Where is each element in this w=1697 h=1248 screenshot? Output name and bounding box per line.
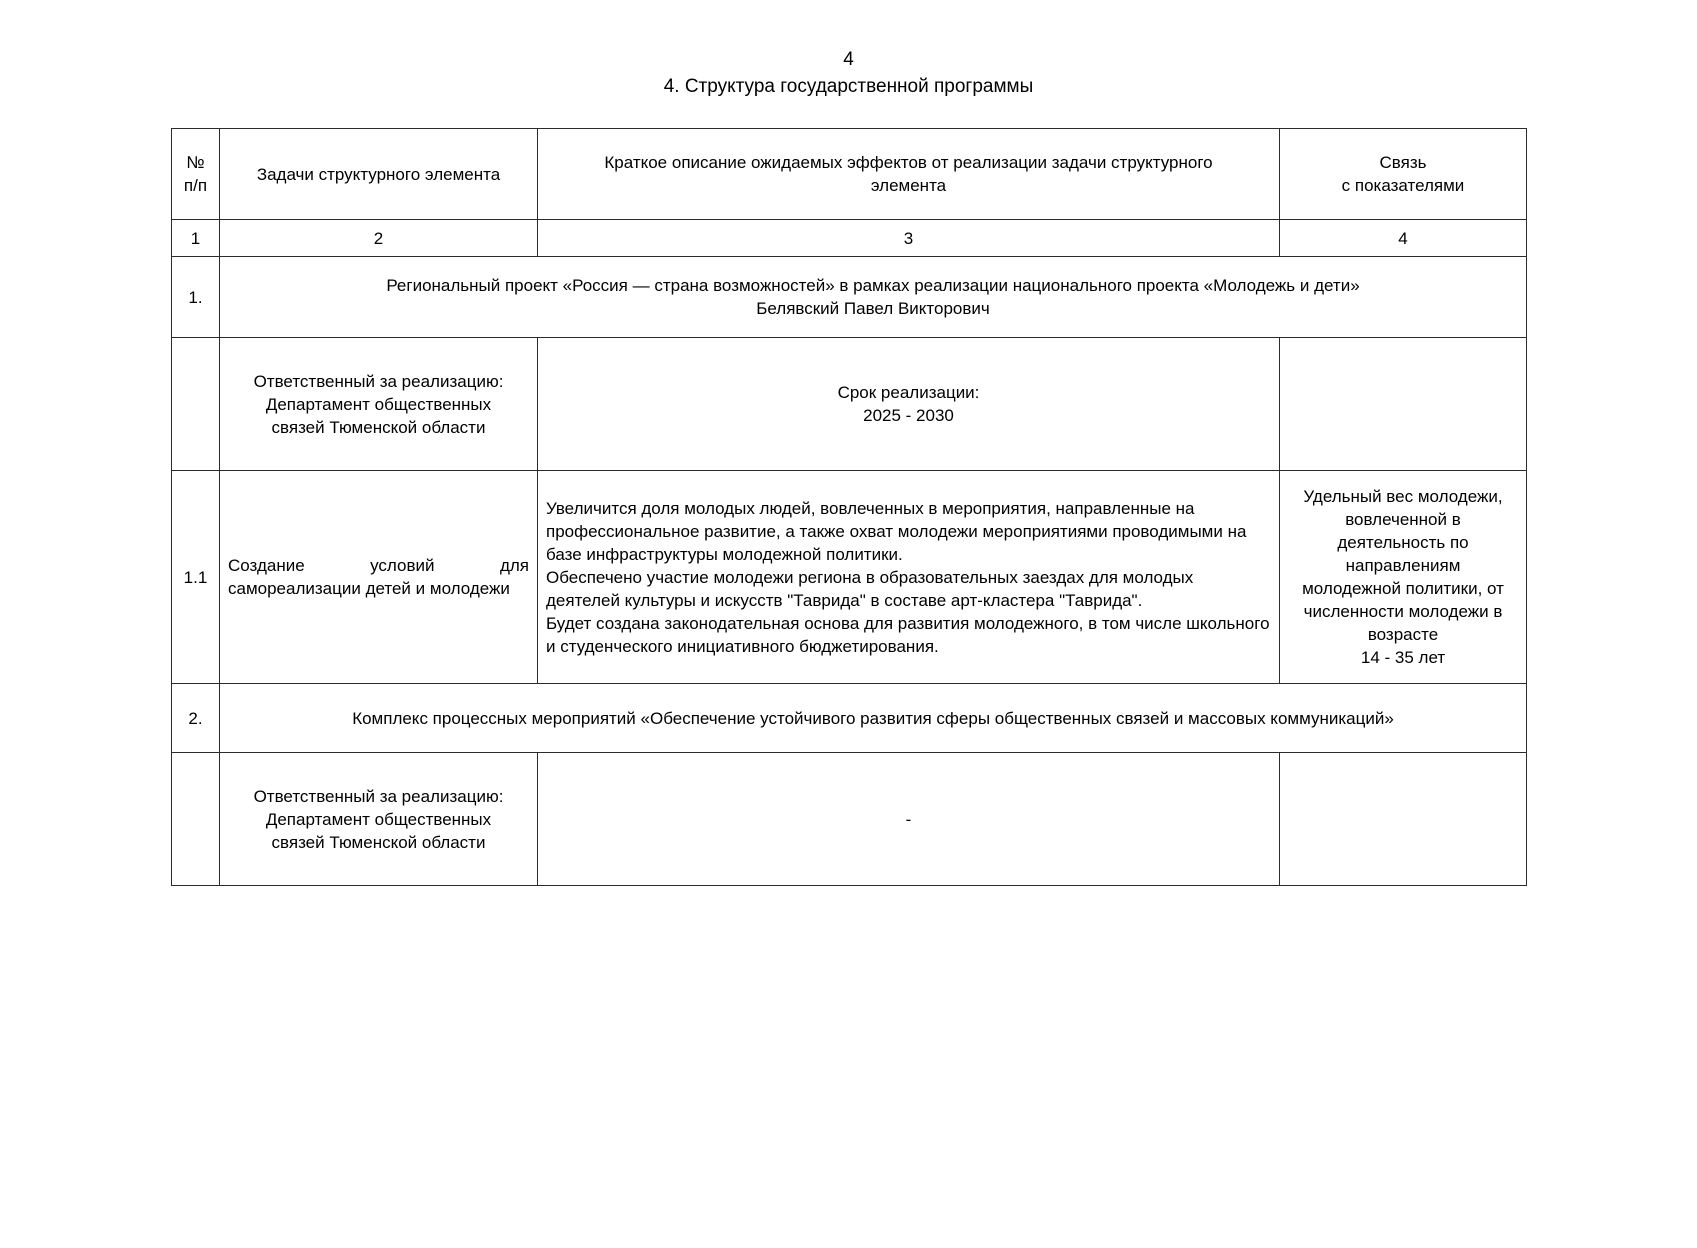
task-text: Создание условий для самореализации дете… bbox=[228, 556, 529, 598]
indicator-line7: возрасте bbox=[1367, 625, 1439, 644]
indicator-line3: деятельность по bbox=[1337, 533, 1469, 552]
project-leader-name: Белявский Павел Викторович bbox=[756, 299, 990, 318]
page-number: 4 bbox=[843, 49, 854, 70]
project-title-line1: Региональный проект «Россия — страна воз… bbox=[386, 276, 1360, 295]
document-heading: 4. Структура государственной программы bbox=[663, 76, 1034, 97]
table-header-row: № п/п Задачи структурного элемента Кратк… bbox=[171, 128, 1527, 220]
indicator-line2: вовлеченной в bbox=[1345, 510, 1461, 529]
link-cell-empty-1 bbox=[1279, 337, 1527, 471]
row-number-project: 1. bbox=[171, 256, 220, 338]
table-column-number-row: 1 2 3 4 bbox=[171, 219, 1527, 257]
responsible-cell-2: Ответственный за реализацию: Департамент… bbox=[219, 752, 538, 886]
indicator-line5: молодежной политики, от bbox=[1302, 579, 1504, 598]
responsible-dept-line2: связей Тюменской области bbox=[271, 417, 486, 437]
responsible-dept-line4: связей Тюменской области bbox=[271, 832, 486, 852]
responsible-dept-line3: Департамент общественных bbox=[265, 809, 492, 829]
header-cell-link: Связь с показателями bbox=[1279, 128, 1527, 220]
document-page: 4 4. Структура государственной программы… bbox=[0, 48, 1697, 1248]
structure-table-container: № п/п Задачи структурного элемента Кратк… bbox=[171, 128, 1527, 886]
header-cell-description: Краткое описание ожидаемых эффектов от р… bbox=[537, 128, 1280, 220]
term-cell-1: Срок реализации: 2025 - 2030 bbox=[537, 337, 1280, 471]
column-number-4: 4 bbox=[1279, 219, 1527, 257]
responsible-dept-line1: Департамент общественных bbox=[265, 394, 492, 414]
indicator-line4: направлениям bbox=[1345, 556, 1461, 575]
responsible-label-2: Ответственный за реализацию: bbox=[253, 786, 504, 806]
header-cell-number: № п/п bbox=[171, 128, 220, 220]
effects-paragraph-1: Увеличится доля молодых людей, вовлеченн… bbox=[546, 498, 1247, 564]
effects-description-cell: Увеличится доля молодых людей, вовлеченн… bbox=[537, 470, 1280, 684]
header-description-line2: элемента bbox=[870, 176, 947, 195]
complex-title-cell: Комплекс процессных мероприятий «Обеспеч… bbox=[219, 683, 1527, 753]
table-row: 1. Региональный проект «Россия — страна … bbox=[171, 256, 1527, 338]
header-link-line2: с показателями bbox=[1341, 176, 1465, 195]
column-number-2: 2 bbox=[219, 219, 538, 257]
header-number-line1: № bbox=[186, 153, 205, 172]
table-row: 1.1 Создание условий для самореализации … bbox=[171, 470, 1527, 684]
column-number-1: 1 bbox=[171, 219, 220, 257]
responsible-label-1: Ответственный за реализацию: bbox=[253, 371, 504, 391]
indicator-line6: численности молодежи в bbox=[1303, 602, 1503, 621]
structure-table: № п/п Задачи структурного элемента Кратк… bbox=[171, 128, 1527, 886]
row-number-task-1-1: 1.1 bbox=[171, 470, 220, 684]
header-number-line2: п/п bbox=[183, 176, 208, 195]
table-row: Ответственный за реализацию: Департамент… bbox=[171, 752, 1527, 886]
row-number-complex: 2. bbox=[171, 683, 220, 753]
header-link-line1: Связь bbox=[1379, 153, 1427, 172]
indicator-link-cell: Удельный вес молодежи, вовлеченной в дея… bbox=[1279, 470, 1527, 684]
header-cell-task: Задачи структурного элемента bbox=[219, 128, 538, 220]
effects-paragraph-3: Будет создана законодательная основа для… bbox=[546, 613, 1270, 656]
term-value: 2025 - 2030 bbox=[863, 406, 954, 425]
term-label: Срок реализации: bbox=[837, 383, 980, 402]
header-description-line1: Краткое описание ожидаемых эффектов от р… bbox=[604, 153, 1213, 172]
column-number-3: 3 bbox=[537, 219, 1280, 257]
row-number-empty-2 bbox=[171, 752, 220, 886]
project-title-cell: Региональный проект «Россия — страна воз… bbox=[219, 256, 1527, 338]
task-description-cell: Создание условий для самореализации дете… bbox=[219, 470, 538, 684]
link-cell-empty-2 bbox=[1279, 752, 1527, 886]
effects-paragraph-2: Обеспечено участие молодежи региона в об… bbox=[546, 567, 1194, 610]
row-number-empty-1 bbox=[171, 337, 220, 471]
indicator-line8: 14 - 35 лет bbox=[1360, 648, 1446, 667]
responsible-cell-1: Ответственный за реализацию: Департамент… bbox=[219, 337, 538, 471]
empty-description-cell: - bbox=[537, 752, 1280, 886]
table-row: Ответственный за реализацию: Департамент… bbox=[171, 337, 1527, 471]
table-row: 2. Комплекс процессных мероприятий «Обес… bbox=[171, 683, 1527, 753]
indicator-line1: Удельный вес молодежи, bbox=[1303, 487, 1503, 506]
